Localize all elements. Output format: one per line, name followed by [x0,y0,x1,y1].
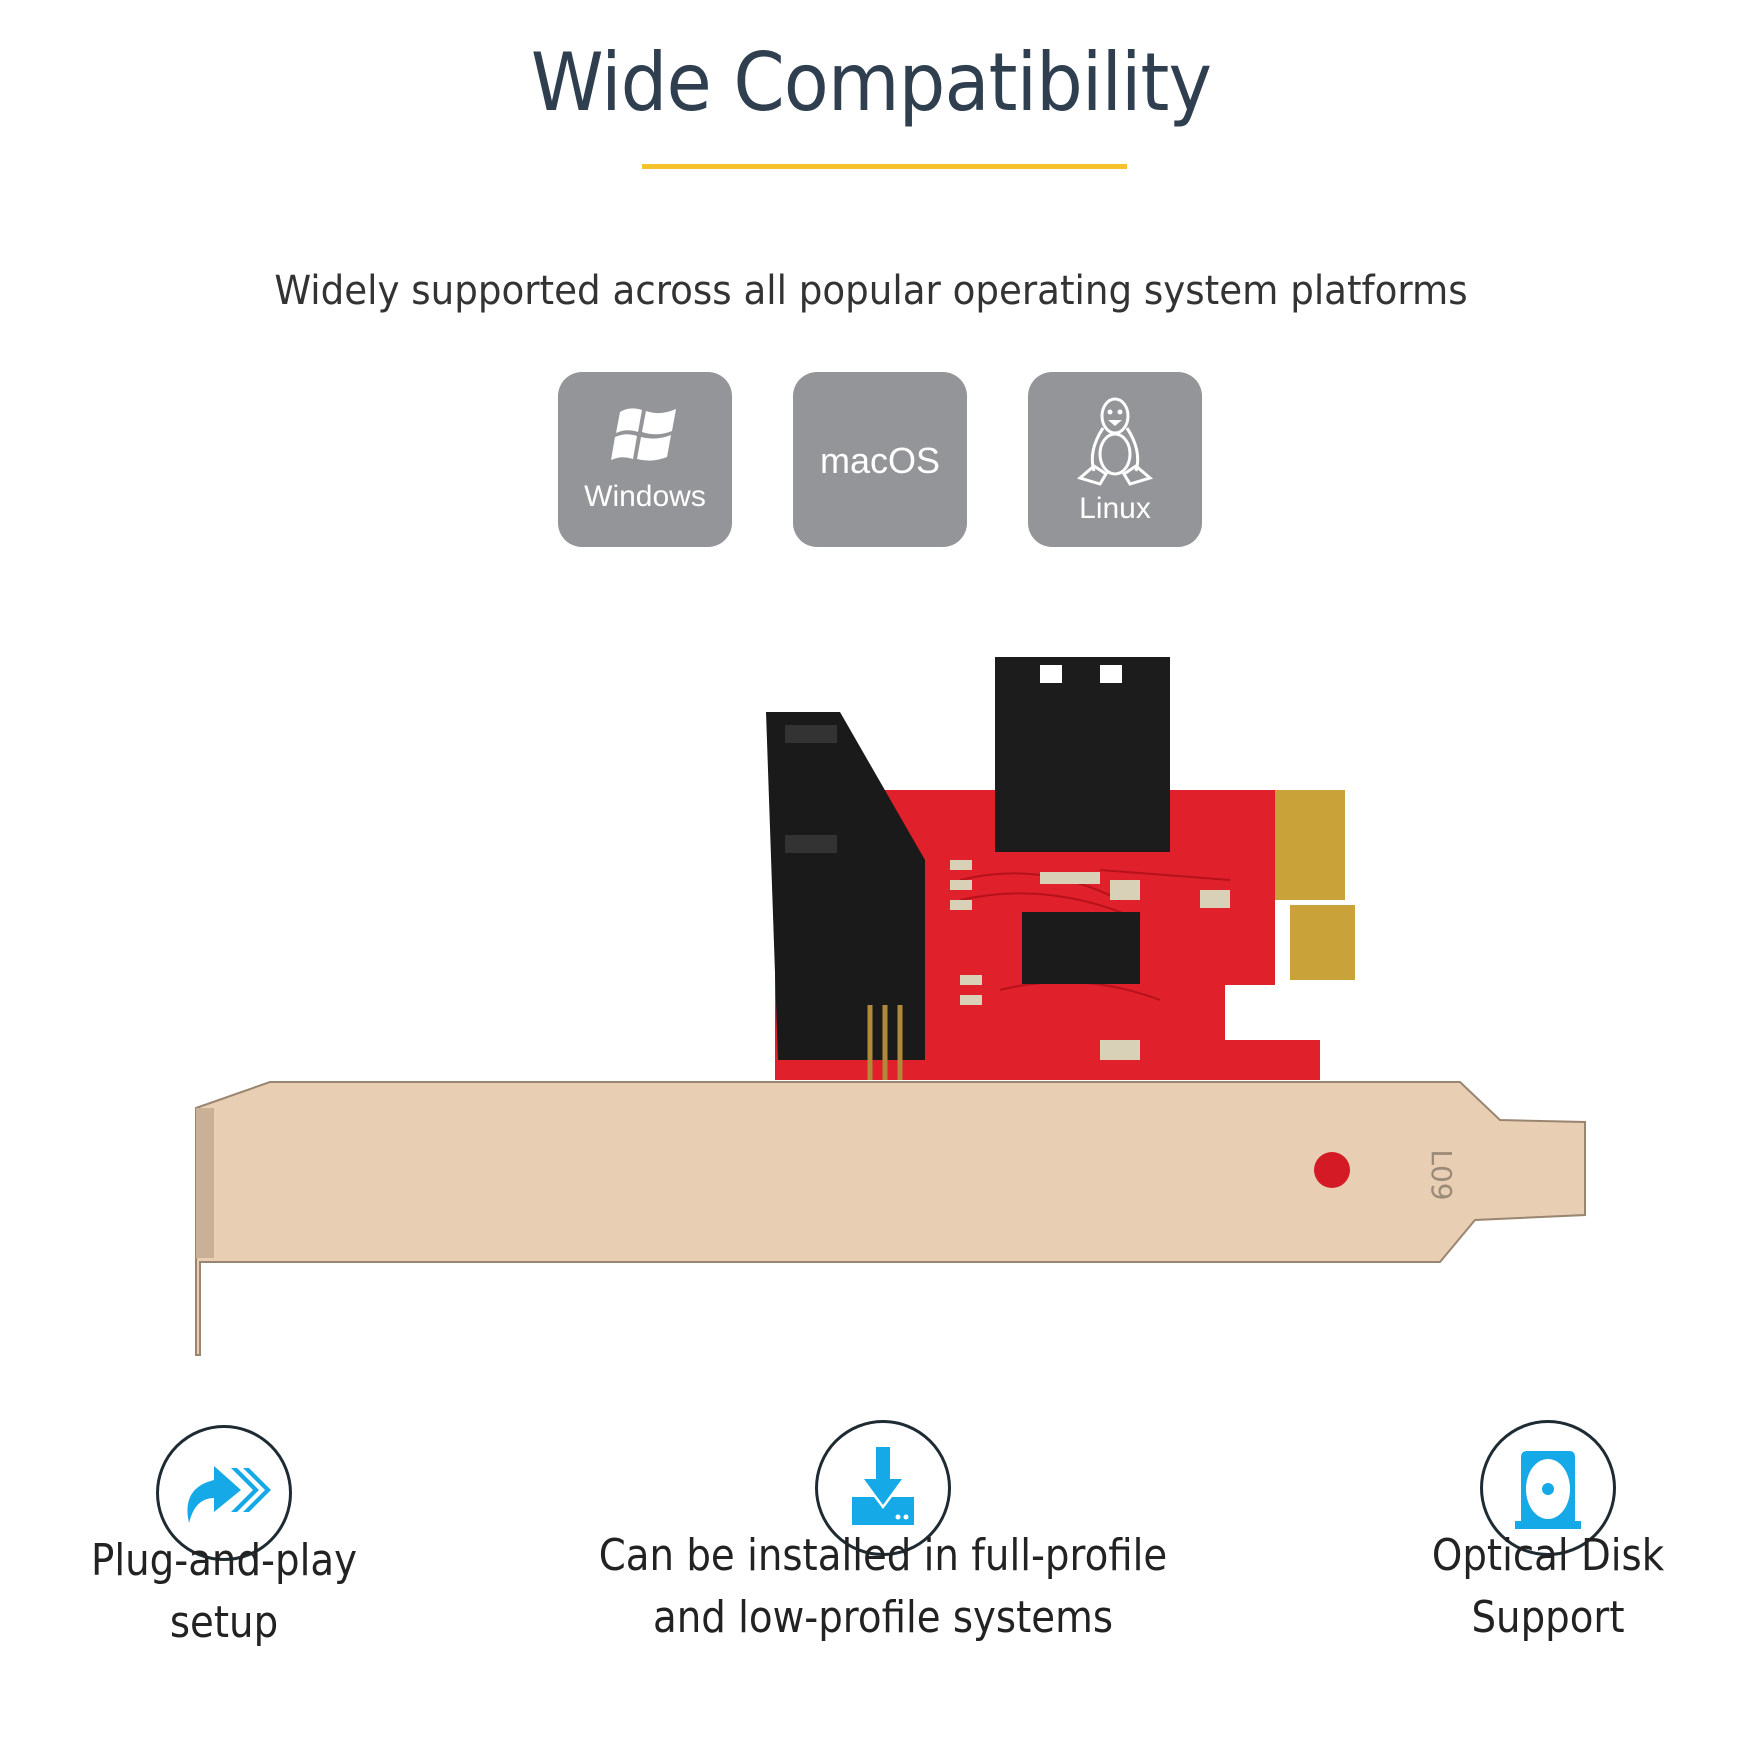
os-badge-linux: Linux [1028,372,1202,547]
title-underline [642,164,1127,169]
feature-icon-circle [156,1425,292,1561]
tux-penguin-icon [1076,397,1154,486]
windows-logo-icon [611,408,676,461]
os-label: macOS [819,440,941,481]
feature-line2: Support [1471,1592,1625,1643]
feature-line2: setup [169,1597,279,1648]
os-label: Linux [1079,492,1151,525]
feature-line2: and low-profile systems [652,1592,1114,1643]
page-subtitle: Widely supported across all popular oper… [274,268,1468,314]
feature-line1: Can be installed in full-profile [598,1530,1168,1581]
optical-disk-icon [1515,1451,1581,1529]
os-badge-macos: macOS [793,372,967,547]
bracket-marking: L09 [1425,1149,1458,1200]
feature-icon-circle [1480,1420,1616,1556]
download-install-icon [852,1447,914,1525]
os-badge-windows: Windows [558,372,732,547]
page-title: Wide Compatibility [530,36,1212,129]
plug-and-play-arrow-icon [187,1466,271,1523]
feature-icon-circle [815,1420,951,1556]
feature-line1: Plug-and-play [90,1535,357,1586]
feature-line1: Optical Disk [1431,1530,1665,1581]
os-label: Windows [584,480,706,513]
pcie-sata-card-image: L09 [195,657,1586,1356]
